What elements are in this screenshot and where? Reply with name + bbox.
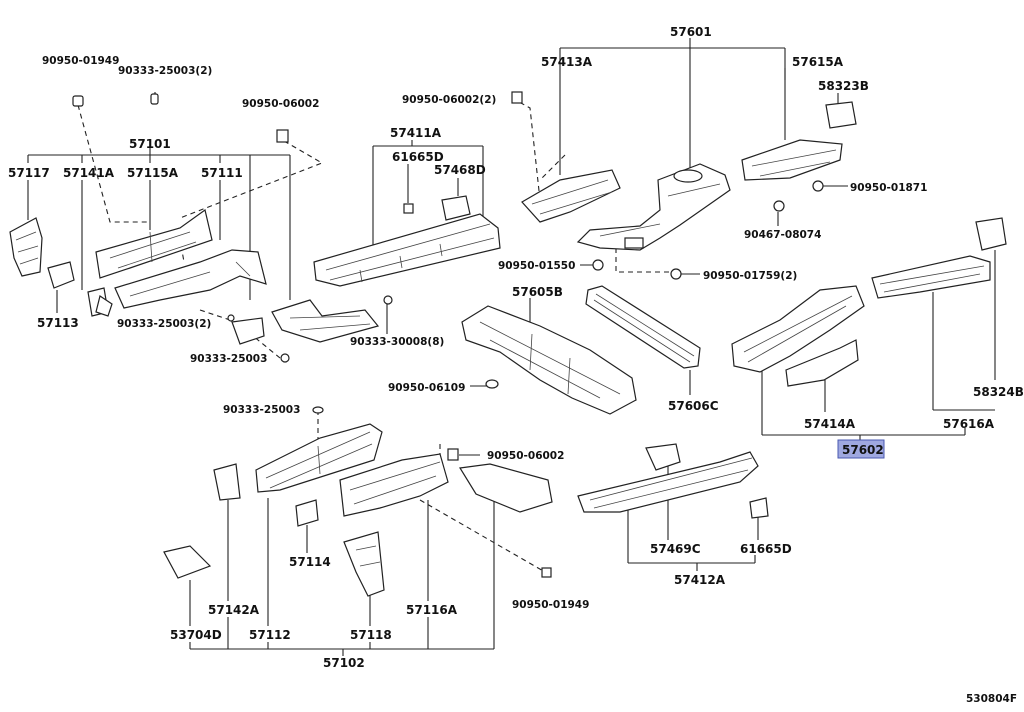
label-57114: 57114 [289,555,331,569]
label-57118: 57118 [350,628,392,642]
label-57116a: 57116A [406,603,458,617]
label-90950-06002-2: 90950-06002(2) [402,94,496,106]
label-57115a: 57115A [127,166,179,180]
label-90333-25003-2-top: 90333-25003(2) [118,65,212,77]
label-58323b: 58323B [818,79,869,93]
bolt-icon [150,93,159,105]
label-90333-25003-2-mid: 90333-25003(2) [117,318,211,330]
label-90950-01871: 90950-01871 [850,182,927,194]
label-57615a: 57615A [792,55,844,69]
bolt-icon [72,95,84,107]
label-57112: 57112 [249,628,291,642]
label-90950-06002-top: 90950-06002 [242,98,319,110]
part-labels: 90950-01949 90333-25003(2) 90950-06002 5… [8,25,1024,705]
label-57411a: 57411A [390,126,442,140]
plug-icon [276,129,289,143]
label-90950-06002-bottom: 90950-06002 [487,450,564,462]
label-90950-01759-2: 90950-01759(2) [703,270,797,282]
label-57602-highlighted[interactable]: 57602 [842,443,884,457]
label-57616a: 57616A [943,417,995,431]
label-57101: 57101 [129,137,171,151]
label-57601: 57601 [670,25,712,39]
highlight-57602-box [837,439,885,459]
label-57605b: 57605B [512,285,563,299]
label-90950-01949-top: 90950-01949 [42,55,119,67]
label-90333-30008-8: 90333-30008(8) [350,336,444,348]
label-57412a: 57412A [674,573,726,587]
label-90333-25003-mid: 90333-25003 [190,353,267,365]
label-53704d: 53704D [170,628,222,642]
label-57469c: 57469C [650,542,701,556]
label-57468d: 57468D [434,163,486,177]
label-57141a: 57141A [63,166,115,180]
label-57413a: 57413A [541,55,593,69]
label-57606c: 57606C [668,399,719,413]
label-90950-01949-bottom: 90950-01949 [512,599,589,611]
label-90467-08074: 90467-08074 [744,229,821,241]
label-61665d-bottom: 61665D [740,542,792,556]
label-57113: 57113 [37,316,79,330]
label-90333-25003-bottom: 90333-25003 [223,404,300,416]
diagram-code: 530804F [966,693,1017,705]
clip-icon [403,203,414,214]
label-90950-01550: 90950-01550 [498,260,575,272]
plug-icon [511,91,523,104]
label-57111: 57111 [201,166,243,180]
label-57102: 57102 [323,656,365,670]
label-57117: 57117 [8,166,50,180]
label-58324b: 58324B [973,385,1024,399]
label-57414a: 57414A [804,417,856,431]
label-90950-06109: 90950-06109 [388,382,465,394]
label-57142a: 57142A [208,603,260,617]
part-shapes [9,91,1007,597]
label-61665d-top: 61665D [392,150,444,164]
